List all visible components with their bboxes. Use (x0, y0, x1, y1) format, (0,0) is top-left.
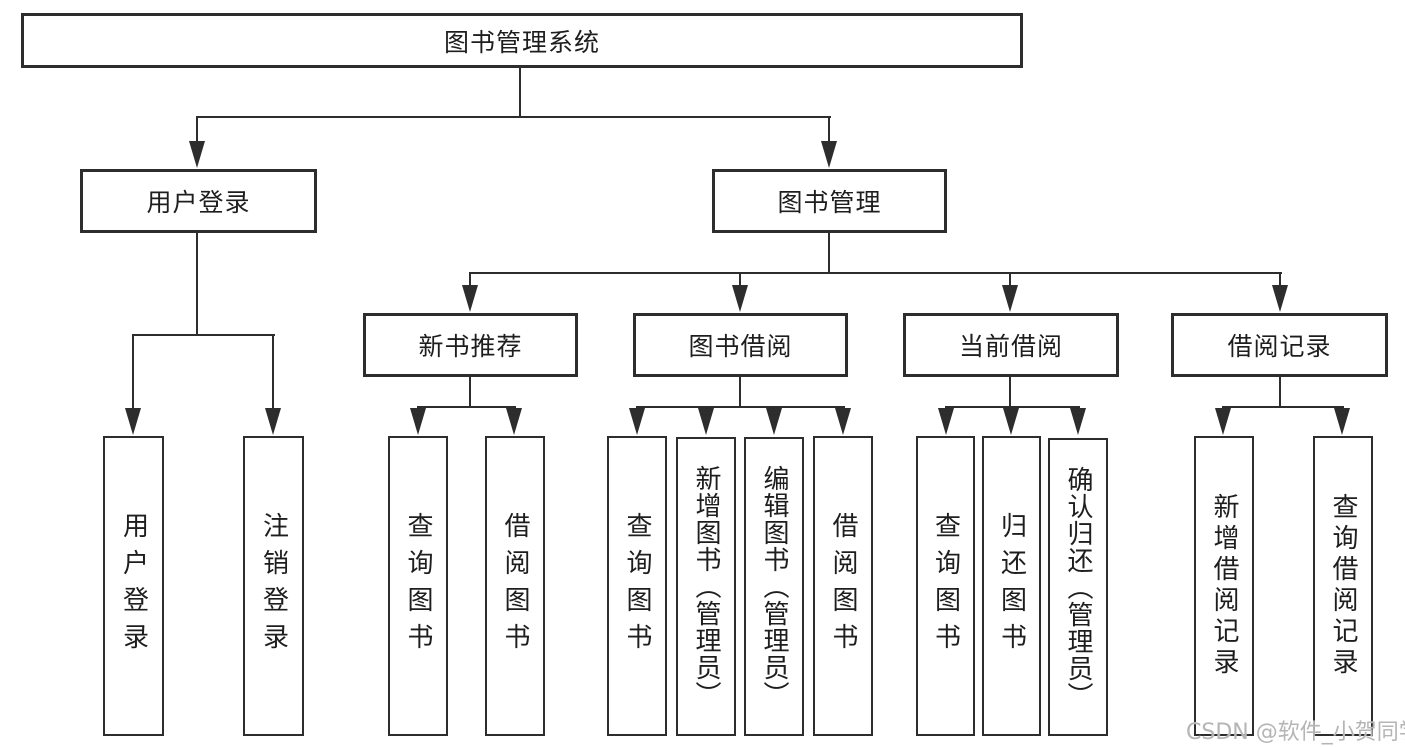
leaf-nb-borrow-books-label: 借阅图书 (500, 512, 530, 660)
leaf-bw-add-books-label: 新增图书（管理员） (691, 465, 721, 708)
connector-line (132, 334, 275, 336)
arrow-down-icon (1002, 285, 1018, 312)
arrow-down-icon (1215, 408, 1231, 435)
node-borrowing-label: 图书借阅 (688, 332, 793, 361)
connector-line (739, 377, 741, 408)
connector-line (1222, 406, 1344, 408)
connector-line (469, 377, 471, 408)
connector-line (945, 406, 1080, 408)
arrow-down-icon (1272, 285, 1288, 312)
leaf-rec-add-record-label: 新增借阅记录 (1209, 493, 1239, 679)
arrow-down-icon (125, 408, 141, 435)
leaf-cur-confirm-return: 确认归还（管理员） (1048, 438, 1108, 736)
connector-line (196, 116, 198, 144)
arrow-down-icon (766, 408, 782, 435)
arrow-down-icon (462, 285, 478, 312)
node-user-login-label: 用户登录 (146, 188, 251, 217)
arrow-down-icon (1003, 408, 1019, 435)
node-current-borrow-label: 当前借阅 (958, 332, 1063, 361)
leaf-rec-query-record: 查询借阅记录 (1313, 436, 1373, 736)
arrow-down-icon (821, 141, 837, 168)
leaf-cur-return-books-label: 归还图书 (996, 512, 1027, 660)
connector-line (1009, 377, 1011, 408)
connector-line (1009, 272, 1011, 288)
connector-line (1279, 272, 1281, 288)
connector-line (417, 406, 516, 408)
leaf-rec-query-record-label: 查询借阅记录 (1328, 493, 1358, 679)
arrow-down-icon (1334, 408, 1350, 435)
csdn-watermark: CSDN @软件_小贺同学 (1186, 720, 1405, 745)
arrow-down-icon (629, 408, 645, 435)
arrow-down-icon (1070, 408, 1086, 435)
connector-line (828, 116, 830, 144)
node-borrow-records: 借阅记录 (1171, 313, 1388, 377)
leaf-user-login: 用户登录 (103, 436, 164, 736)
leaf-bw-query-books-label: 查询图书 (622, 512, 652, 660)
leaf-cur-confirm-return-label: 确认归还（管理员） (1063, 465, 1093, 709)
node-borrow-records-label: 借阅记录 (1227, 332, 1332, 361)
leaf-cur-query-books-label: 查询图书 (930, 512, 961, 660)
node-book-mgmt: 图书管理 (712, 169, 947, 233)
leaf-bw-edit-books-label: 编辑图书（管理员） (759, 465, 789, 708)
connector-line (739, 272, 741, 288)
leaf-cur-query-books: 查询图书 (916, 436, 975, 736)
node-new-books-label: 新书推荐 (418, 332, 523, 361)
connector-line (519, 68, 521, 118)
leaf-nb-borrow-books: 借阅图书 (485, 436, 545, 736)
arrow-down-icon (698, 408, 714, 435)
leaf-user-login-label: 用户登录 (118, 512, 149, 660)
leaf-nb-query-books: 查询图书 (388, 436, 448, 736)
leaf-cur-return-books: 归还图书 (982, 436, 1041, 736)
connector-line (469, 272, 1282, 274)
connector-line (828, 233, 830, 274)
arrow-down-icon (835, 408, 851, 435)
leaf-bw-borrow-books: 借阅图书 (813, 436, 873, 736)
connector-line (196, 233, 198, 336)
node-new-books: 新书推荐 (363, 313, 578, 377)
arrow-down-icon (506, 408, 522, 435)
leaf-bw-add-books: 新增图书（管理员） (676, 437, 736, 736)
leaf-logout-label: 注销登录 (258, 512, 289, 660)
arrow-down-icon (732, 285, 748, 312)
arrow-down-icon (938, 408, 954, 435)
leaf-bw-query-books: 查询图书 (607, 436, 667, 736)
node-user-login: 用户登录 (80, 169, 317, 233)
connector-line (636, 406, 845, 408)
connector-line (469, 272, 471, 288)
leaf-nb-query-books-label: 查询图书 (403, 512, 433, 660)
connector-line (272, 334, 274, 411)
node-current-borrow: 当前借阅 (903, 313, 1119, 377)
leaf-bw-borrow-books-label: 借阅图书 (828, 512, 858, 660)
leaf-logout: 注销登录 (243, 436, 304, 736)
arrow-down-icon (410, 408, 426, 435)
connector-line (196, 116, 831, 118)
connector-line (1279, 377, 1281, 408)
connector-line (132, 334, 134, 411)
node-root: 图书管理系统 (21, 13, 1023, 68)
arrow-down-icon (189, 141, 205, 168)
node-borrowing: 图书借阅 (633, 313, 848, 377)
leaf-rec-add-record: 新增借阅记录 (1194, 436, 1254, 736)
node-root-label: 图书管理系统 (443, 27, 600, 57)
leaf-bw-edit-books: 编辑图书（管理员） (744, 437, 804, 736)
arrow-down-icon (265, 408, 281, 435)
node-book-mgmt-label: 图书管理 (777, 188, 882, 217)
